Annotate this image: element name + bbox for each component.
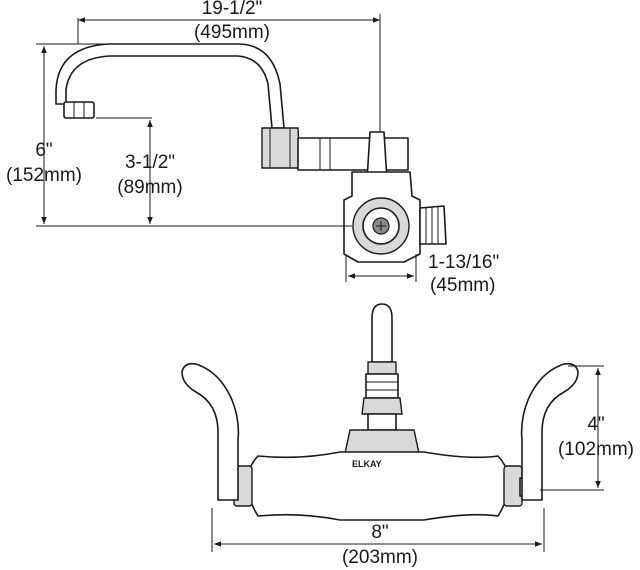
depth-metric: (45mm) (430, 275, 495, 296)
depth-imperial: 1-13/16" (428, 252, 499, 273)
outlet-imperial: 3-1/2" (125, 152, 175, 173)
dimension-labels: 19-1/2" (495mm) 6" (152mm) 3-1/2" (89mm)… (6, 0, 634, 568)
supply-shank (419, 205, 447, 245)
outlet-metric: (89mm) (117, 177, 182, 198)
right-wrist-blade-handle (520, 362, 579, 501)
handle-height-metric: (102mm) (558, 439, 634, 460)
height-metric: (152mm) (6, 165, 82, 186)
left-wrist-blade-handle (181, 362, 240, 501)
front-dimensions (211, 365, 604, 552)
centers-imperial: 8" (371, 522, 388, 543)
centers-metric: (203mm) (342, 547, 418, 568)
handle-height-imperial: 4" (587, 414, 604, 435)
body-tube (297, 137, 409, 171)
front-view: ELKAY (181, 303, 579, 521)
height-imperial: 6" (35, 140, 52, 161)
front-body (246, 451, 510, 521)
side-view (55, 43, 447, 263)
side-dimensions (36, 14, 417, 282)
swivel-nut (261, 127, 301, 169)
reach-metric: (495mm) (194, 22, 270, 43)
brand-label: ELKAY (352, 459, 382, 469)
aerator (63, 101, 95, 119)
spout-stub (371, 303, 393, 363)
reach-imperial: 19-1/2" (202, 0, 263, 19)
spout-tube (55, 43, 285, 129)
